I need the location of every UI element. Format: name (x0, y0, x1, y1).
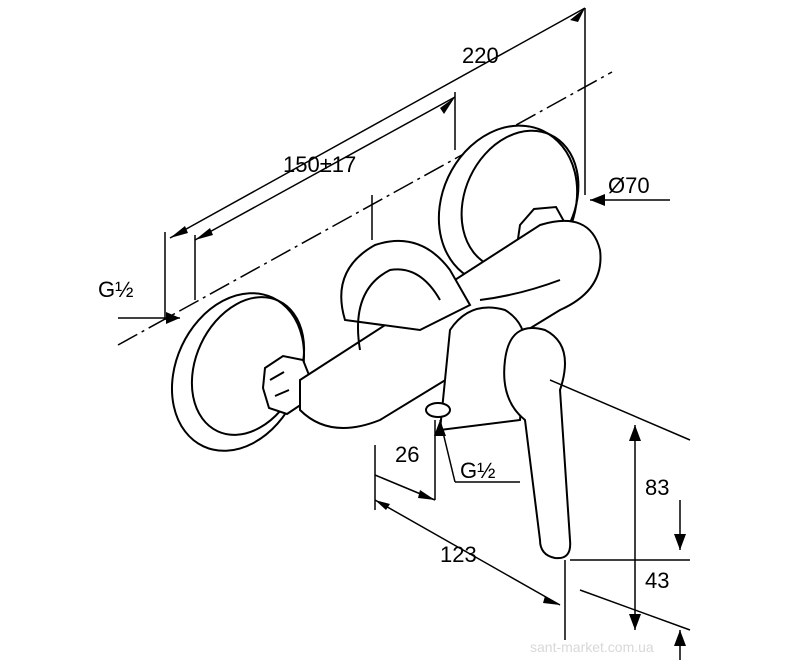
dim-rosette-diameter: Ø70 (608, 173, 650, 198)
dim-outlet-height: 43 (645, 568, 669, 593)
mixer-body (299, 219, 602, 432)
lever-handle (503, 327, 572, 560)
center-axis (117, 71, 613, 346)
dimension-arrows (166, 8, 686, 646)
dim-overall-length: 220 (462, 43, 499, 68)
dim-inlet-thread: G½ (98, 277, 133, 302)
dim-outlet-thread: G½ (460, 458, 495, 483)
left-rosette (170, 292, 313, 452)
dim-lever-height: 83 (645, 475, 669, 500)
watermark: sant-market.com.ua (530, 639, 654, 655)
dim-outlet-offset: 26 (395, 442, 419, 467)
dim-projection: 123 (440, 542, 477, 567)
dim-inlet-spacing: 150±17 (283, 152, 356, 177)
